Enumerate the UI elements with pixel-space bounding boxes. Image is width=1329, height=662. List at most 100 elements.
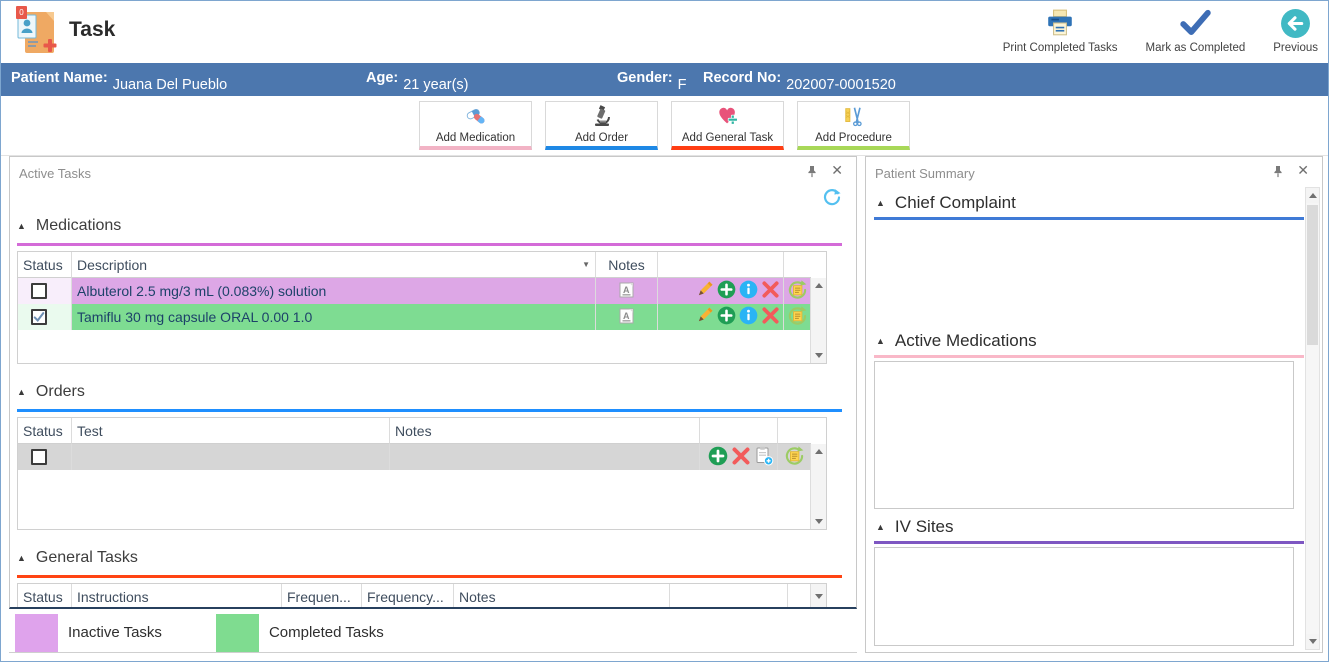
- medications-section-header[interactable]: ▲ Medications: [17, 217, 121, 235]
- add-circle-icon[interactable]: [717, 306, 736, 328]
- column-header-notes[interactable]: Notes: [596, 252, 658, 278]
- orders-section-title: Orders: [35, 383, 85, 400]
- add-order-button[interactable]: Add Order: [545, 101, 658, 150]
- patient-info-bar: Patient Name:Juana Del Pueblo Age:21 yea…: [1, 63, 1328, 96]
- edit-pencil-icon[interactable]: [695, 280, 714, 302]
- add-medication-button[interactable]: Add Medication: [419, 101, 532, 150]
- scroll-down-icon[interactable]: [811, 514, 826, 529]
- order-test-cell: [72, 444, 390, 470]
- column-header-frequency[interactable]: Frequen...: [282, 584, 362, 607]
- scroll-down-icon[interactable]: [811, 348, 826, 363]
- mark-as-completed-button[interactable]: Mark as Completed: [1146, 8, 1245, 54]
- collapse-arrow-icon: ▲: [876, 522, 885, 532]
- scroll-down-button[interactable]: [810, 584, 826, 607]
- column-header-instructions[interactable]: Instructions: [72, 584, 282, 607]
- column-header-status[interactable]: Status: [18, 252, 72, 278]
- iv-sites-section-header[interactable]: ▲ IV Sites: [876, 517, 954, 537]
- note-a-icon[interactable]: A: [619, 308, 634, 327]
- orders-header-row: Status Test Notes: [18, 418, 811, 444]
- edit-pencil-icon[interactable]: [695, 306, 714, 328]
- column-header-description[interactable]: Description▼: [72, 252, 596, 278]
- inactive-swatch: [15, 613, 58, 652]
- logo-badge: 0: [16, 6, 27, 19]
- collapse-arrow-icon: ▲: [17, 221, 26, 231]
- column-header-notes[interactable]: Notes: [390, 418, 700, 444]
- pin-icon[interactable]: [806, 165, 818, 183]
- medications-scrollbar[interactable]: [810, 278, 826, 363]
- info-circle-icon[interactable]: [739, 280, 758, 302]
- close-icon[interactable]: ✕: [1297, 162, 1309, 178]
- add-general-task-button[interactable]: Add General Task: [671, 101, 784, 150]
- status-cell: [18, 304, 72, 330]
- medication-row-tamiflu[interactable]: Tamiflu 30 mg capsule ORAL 0.00 1.0 A: [18, 304, 811, 330]
- patient-summary-scrollbar[interactable]: [1305, 187, 1320, 650]
- status-cell: [18, 444, 72, 470]
- refresh-icon[interactable]: [822, 187, 842, 212]
- svg-text:A: A: [623, 311, 630, 321]
- iv-sites-content-box: [874, 547, 1294, 646]
- checkbox[interactable]: [31, 283, 47, 299]
- gender-value: F: [677, 77, 687, 93]
- age-value: 21 year(s): [403, 77, 469, 93]
- active-tasks-panel: Active Tasks ✕ ▲ Medications Status Desc…: [9, 156, 857, 609]
- delete-x-icon[interactable]: [761, 280, 780, 302]
- active-medications-title: Active Medications: [894, 331, 1037, 350]
- close-icon[interactable]: ✕: [831, 162, 843, 178]
- pin-icon[interactable]: [1272, 165, 1284, 183]
- collapse-arrow-icon: ▲: [17, 553, 26, 563]
- previous-button[interactable]: Previous: [1273, 8, 1318, 54]
- scroll-up-icon[interactable]: [1306, 188, 1319, 203]
- checkmark-icon: [1179, 8, 1212, 38]
- general-tasks-section-title: General Tasks: [35, 549, 138, 566]
- add-procedure-label: Add Procedure: [815, 131, 892, 144]
- task-logo-icon: 0: [14, 6, 60, 56]
- column-header-status[interactable]: Status: [18, 418, 72, 444]
- iv-sites-title: IV Sites: [894, 517, 954, 536]
- checkbox-checked[interactable]: [31, 309, 47, 325]
- general-tasks-accent-line: [17, 575, 842, 578]
- task-history-icon[interactable]: [787, 279, 808, 303]
- completed-swatch: [215, 613, 259, 652]
- print-completed-tasks-button[interactable]: Print Completed Tasks: [1003, 8, 1118, 54]
- save-add-icon[interactable]: [754, 446, 774, 469]
- column-header-status[interactable]: Status: [18, 584, 72, 607]
- column-header-test[interactable]: Test: [72, 418, 390, 444]
- info-circle-icon[interactable]: [739, 306, 758, 328]
- column-header-history: [784, 252, 811, 278]
- column-header-actions: [658, 252, 784, 278]
- task-history-icon[interactable]: [784, 445, 805, 469]
- active-medications-content-box: [874, 361, 1294, 509]
- delete-x-icon[interactable]: [731, 446, 751, 469]
- note-a-icon[interactable]: A: [619, 282, 634, 301]
- add-circle-icon[interactable]: [708, 446, 728, 469]
- orders-table: Status Test Notes: [17, 417, 827, 530]
- history-cell: [784, 304, 811, 330]
- scroll-up-icon[interactable]: [811, 444, 826, 459]
- completed-tasks-label: Completed Tasks: [268, 624, 384, 641]
- checkbox-check-icon: [33, 312, 45, 322]
- medication-row-albuterol[interactable]: Albuterol 2.5 mg/3 mL (0.083%) solution …: [18, 278, 811, 304]
- patient-name-label: Patient Name:: [11, 70, 108, 86]
- pills-icon: [464, 105, 488, 130]
- checkbox[interactable]: [31, 449, 47, 465]
- column-header-frequency-2[interactable]: Frequency...: [362, 584, 454, 607]
- scrollbar-thumb[interactable]: [1307, 205, 1318, 345]
- column-header-notes[interactable]: Notes: [454, 584, 670, 607]
- chief-complaint-section-header[interactable]: ▲ Chief Complaint: [876, 193, 1016, 213]
- add-procedure-button[interactable]: Add Procedure: [797, 101, 910, 150]
- orders-scrollbar[interactable]: [810, 444, 826, 529]
- order-row-empty[interactable]: [18, 444, 811, 470]
- actions-cell: [700, 444, 778, 470]
- collapse-arrow-icon: ▲: [876, 198, 885, 208]
- add-circle-icon[interactable]: [717, 280, 736, 302]
- active-medications-section-header[interactable]: ▲ Active Medications: [876, 331, 1037, 351]
- iv-sites-accent-line: [874, 541, 1304, 544]
- medications-table: Status Description▼ Notes Albuterol 2.5 …: [17, 251, 827, 364]
- general-tasks-section-header[interactable]: ▲ General Tasks: [17, 549, 138, 567]
- scroll-up-icon[interactable]: [811, 278, 826, 293]
- record-no-label: Record No:: [703, 70, 782, 86]
- orders-section-header[interactable]: ▲ Orders: [17, 383, 85, 401]
- scroll-down-icon[interactable]: [1306, 634, 1319, 649]
- task-history-icon[interactable]: [787, 305, 808, 329]
- delete-x-icon[interactable]: [761, 306, 780, 328]
